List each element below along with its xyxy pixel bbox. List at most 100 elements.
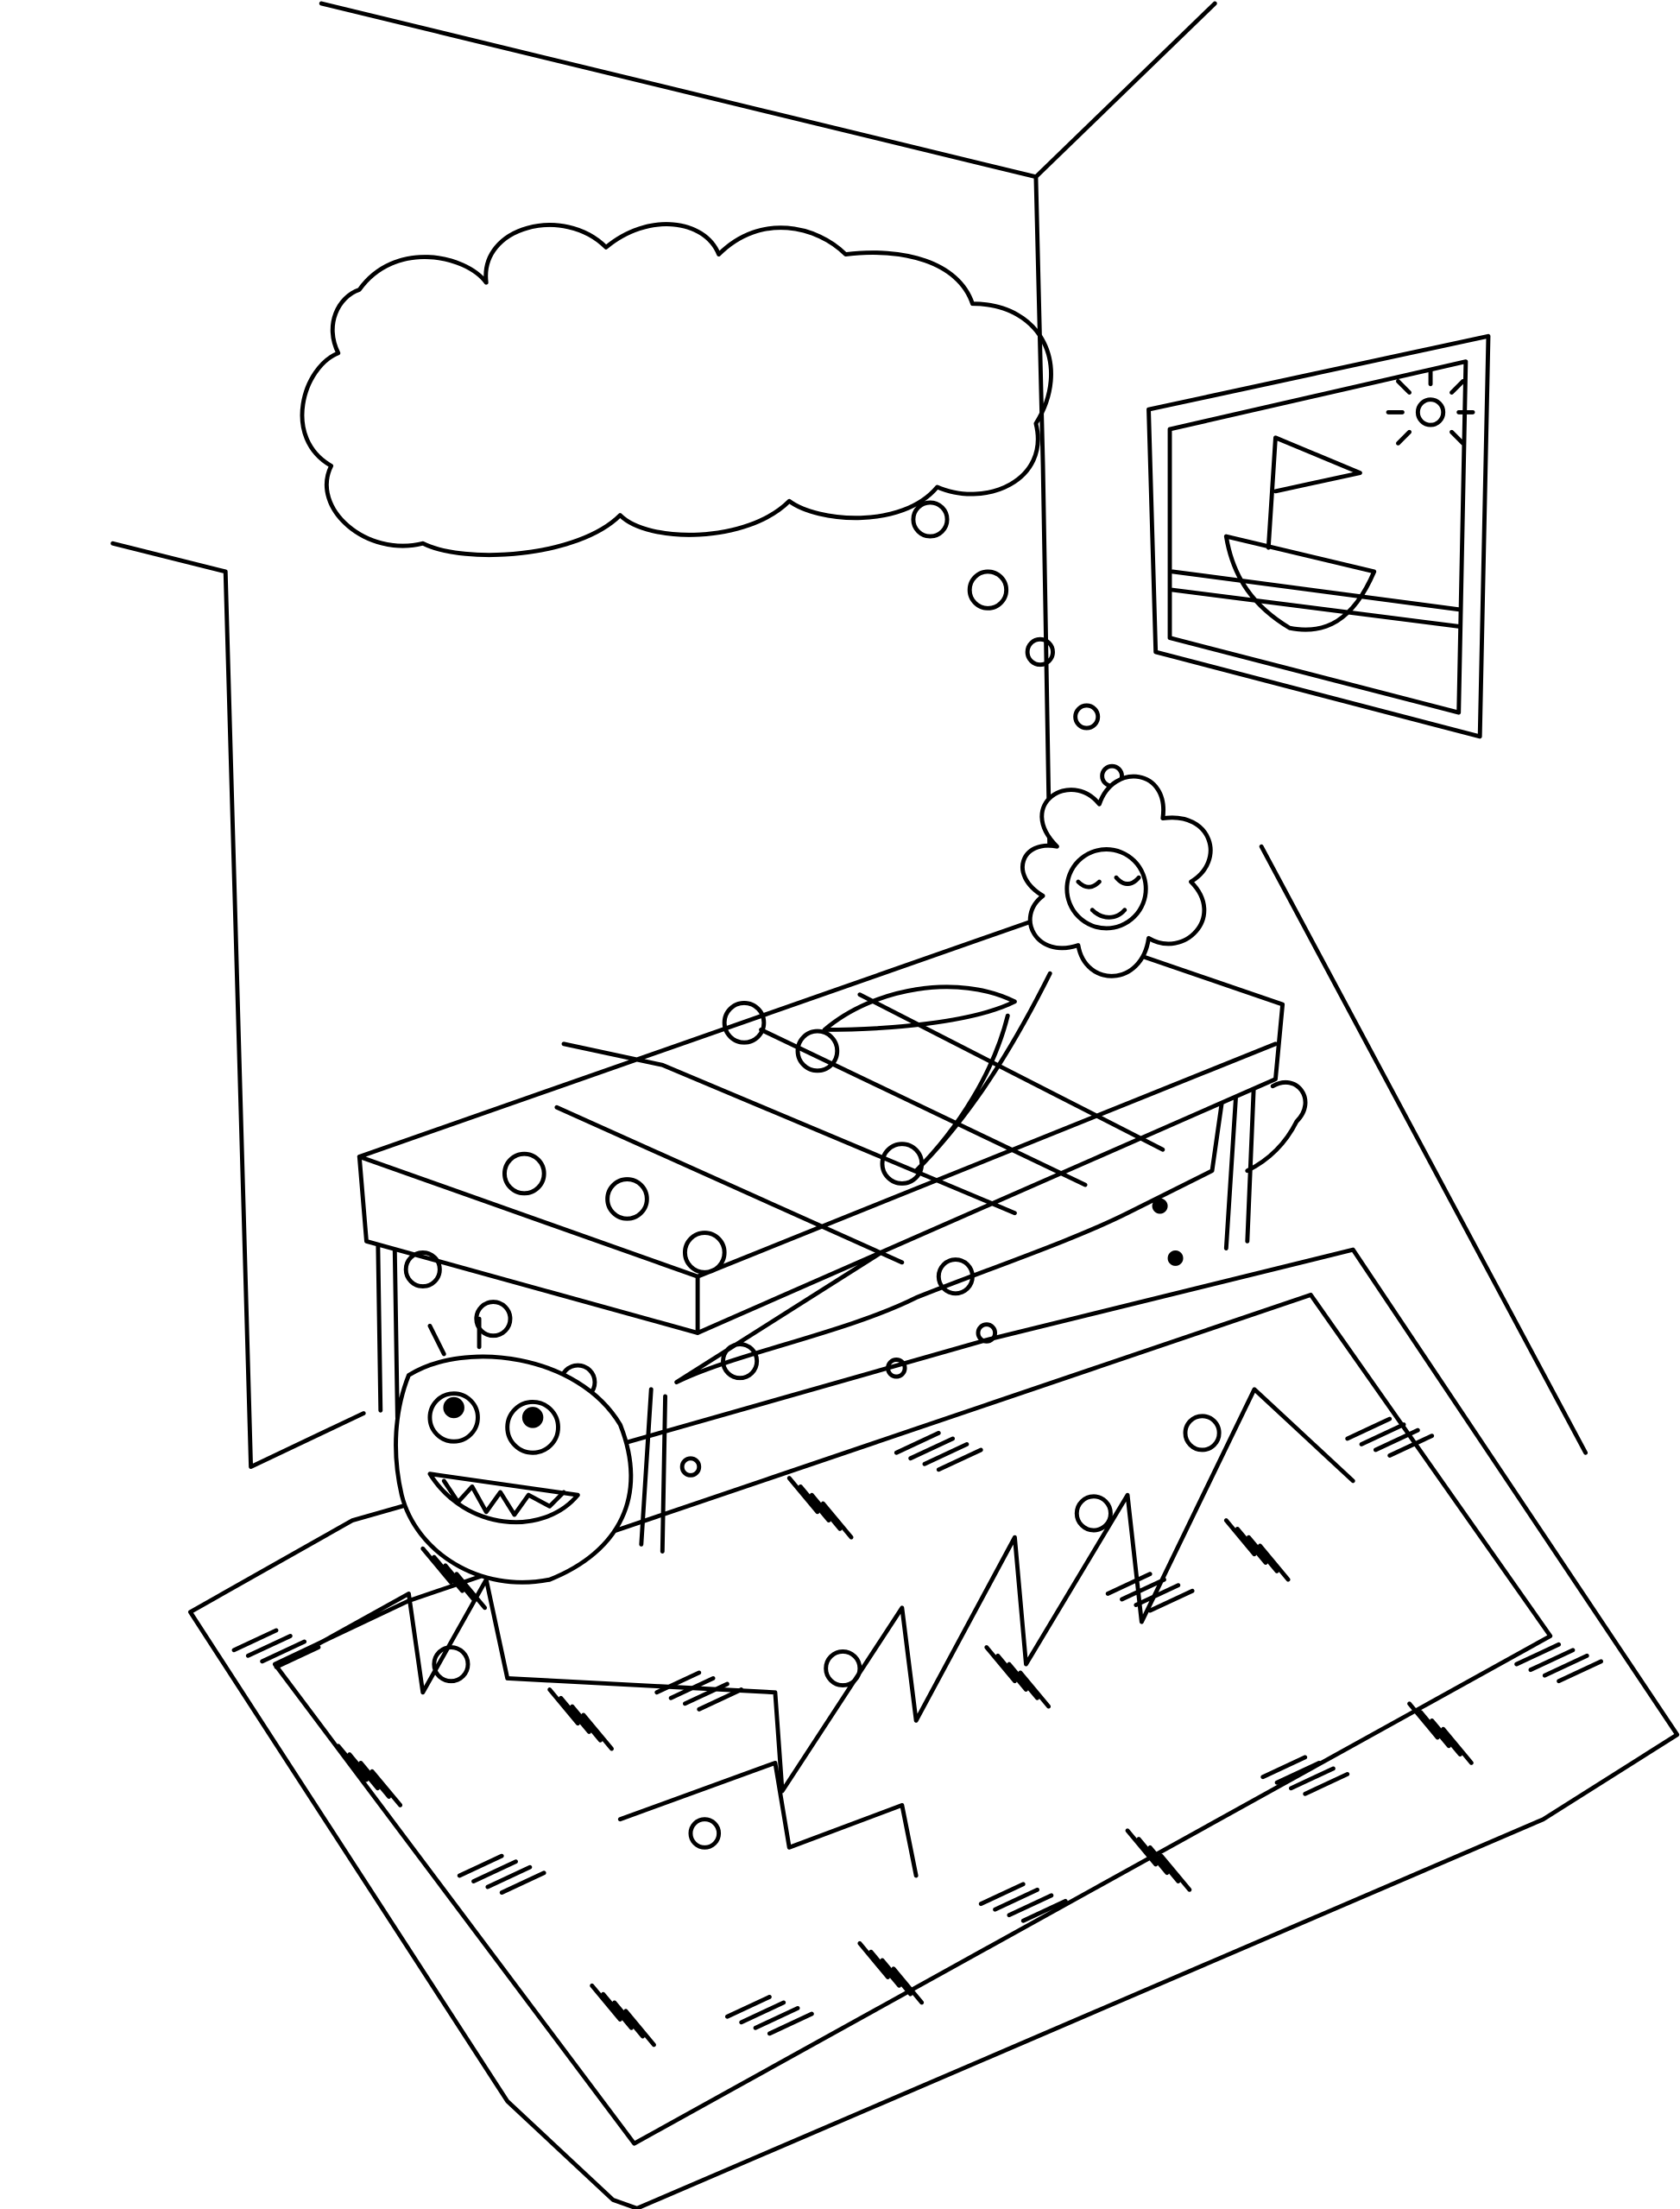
- hatch-line: [1120, 1577, 1166, 1602]
- hatch-line: [922, 1441, 969, 1466]
- flower-stem-leaves: [822, 971, 1052, 1174]
- right-wall-floor-line: [1259, 844, 1588, 1455]
- hatch-line: [1274, 1760, 1322, 1785]
- flower-character: [822, 774, 1213, 1174]
- hatch-line: [245, 1634, 293, 1658]
- hatch-line: [1007, 1661, 1040, 1700]
- hatch-block: [547, 1687, 614, 1751]
- hatch-line: [471, 1859, 518, 1883]
- hatch-line: [820, 1501, 854, 1540]
- hatch-line: [697, 1687, 744, 1712]
- hatch-line: [499, 1870, 546, 1896]
- hatch-line: [739, 2000, 786, 2025]
- bed-edges: [357, 1041, 1278, 1335]
- hatch-block: [1125, 1828, 1192, 1892]
- hatch-line: [336, 1744, 369, 1782]
- hatch-line: [570, 1704, 603, 1743]
- hatch-line: [581, 1712, 614, 1751]
- hatch-line: [767, 2011, 814, 2036]
- skirt-dots: [679, 1198, 1184, 1478]
- monster-body: [394, 1354, 634, 1585]
- blanket-stripes: [554, 992, 1165, 1265]
- hatch-line: [1018, 1670, 1052, 1709]
- hatch-line: [1147, 1588, 1195, 1613]
- sleeping-face-icon: [1076, 875, 1141, 920]
- hatch-line: [1387, 1434, 1435, 1458]
- hatch-line: [1441, 1726, 1474, 1765]
- hatch-block: [1514, 1642, 1604, 1684]
- hatch-line: [1303, 1772, 1350, 1796]
- hatch-line: [485, 1864, 533, 1889]
- hatch-line: [1430, 1718, 1462, 1757]
- hatch-line: [753, 2006, 800, 2030]
- hatch-line: [457, 1853, 504, 1878]
- hatch-block: [231, 1628, 321, 1669]
- rug-zigzag-lower: [617, 1760, 919, 1878]
- hatch-line: [559, 1695, 591, 1734]
- sea-lines: [1170, 569, 1462, 630]
- hatch-line: [798, 1484, 831, 1523]
- hatch-line: [1020, 1898, 1068, 1923]
- hatch-line: [547, 1687, 580, 1726]
- hatch-line: [1557, 1659, 1604, 1684]
- hatch-line: [260, 1639, 307, 1664]
- hatch-line: [1542, 1653, 1589, 1678]
- hatch-line: [908, 1436, 956, 1461]
- hatch-line: [454, 1572, 488, 1611]
- thought-cloud: [300, 222, 1053, 558]
- hatch-line: [857, 1940, 890, 1979]
- hatch-line: [274, 1645, 321, 1669]
- hatch-line: [724, 1994, 772, 2019]
- bed-frame: [357, 917, 1285, 1335]
- monster-antennae: [427, 1316, 482, 1357]
- hatch-block: [590, 1983, 656, 2048]
- hatch-line: [601, 1991, 634, 2030]
- hatch-block: [1345, 1416, 1435, 1458]
- room-walls: [111, 1, 1588, 1470]
- hatch-line: [1258, 1543, 1291, 1582]
- hatch-block: [857, 1940, 925, 2005]
- rug-inner-border: [272, 1292, 1553, 2146]
- hatch-line: [358, 1760, 392, 1800]
- hatch-block: [1260, 1755, 1350, 1796]
- thought-bubbles: [911, 500, 1124, 788]
- hatch-block: [420, 1546, 488, 1611]
- hatch-line: [894, 1430, 941, 1455]
- rug: [187, 1247, 1680, 2209]
- hatch-line: [347, 1752, 380, 1791]
- hatch-line: [1147, 1845, 1181, 1883]
- framed-boat-picture: [1146, 333, 1491, 739]
- hatch-block: [1223, 1518, 1291, 1582]
- ceiling-line: [319, 1, 1217, 180]
- monster-toothy-mouth: [427, 1472, 580, 1525]
- hatch-line: [993, 1887, 1040, 1912]
- hatch-line: [880, 1958, 913, 1997]
- hatch-line: [868, 1949, 902, 1988]
- hatch-line: [420, 1546, 453, 1585]
- picture-frame-outer: [1146, 333, 1491, 739]
- hatch-line: [1136, 1837, 1170, 1876]
- hatch-line: [1418, 1710, 1451, 1749]
- hatch-block: [1407, 1701, 1474, 1765]
- hatch-line: [1235, 1526, 1268, 1566]
- hatch-line: [1528, 1648, 1576, 1673]
- hatch-line: [369, 1769, 403, 1807]
- hatch-block: [786, 1476, 854, 1540]
- bed: [357, 917, 1308, 1554]
- hatch-line: [1125, 1828, 1159, 1867]
- sun-icon: [1386, 367, 1475, 446]
- hatch-line: [786, 1476, 820, 1515]
- hatch-line: [1345, 1416, 1393, 1441]
- hatch-line: [995, 1653, 1028, 1692]
- hatch-block: [978, 1882, 1068, 1923]
- hatch-line: [432, 1554, 464, 1593]
- hatch-line: [936, 1447, 983, 1472]
- monster-eye-right: [521, 1407, 544, 1428]
- hatch-block: [894, 1430, 983, 1472]
- hatch-block: [654, 1670, 744, 1712]
- hatch-line: [891, 1966, 925, 2005]
- hatch-line: [978, 1882, 1026, 1907]
- hatch-block: [724, 1994, 814, 2036]
- hatch-line: [984, 1645, 1017, 1684]
